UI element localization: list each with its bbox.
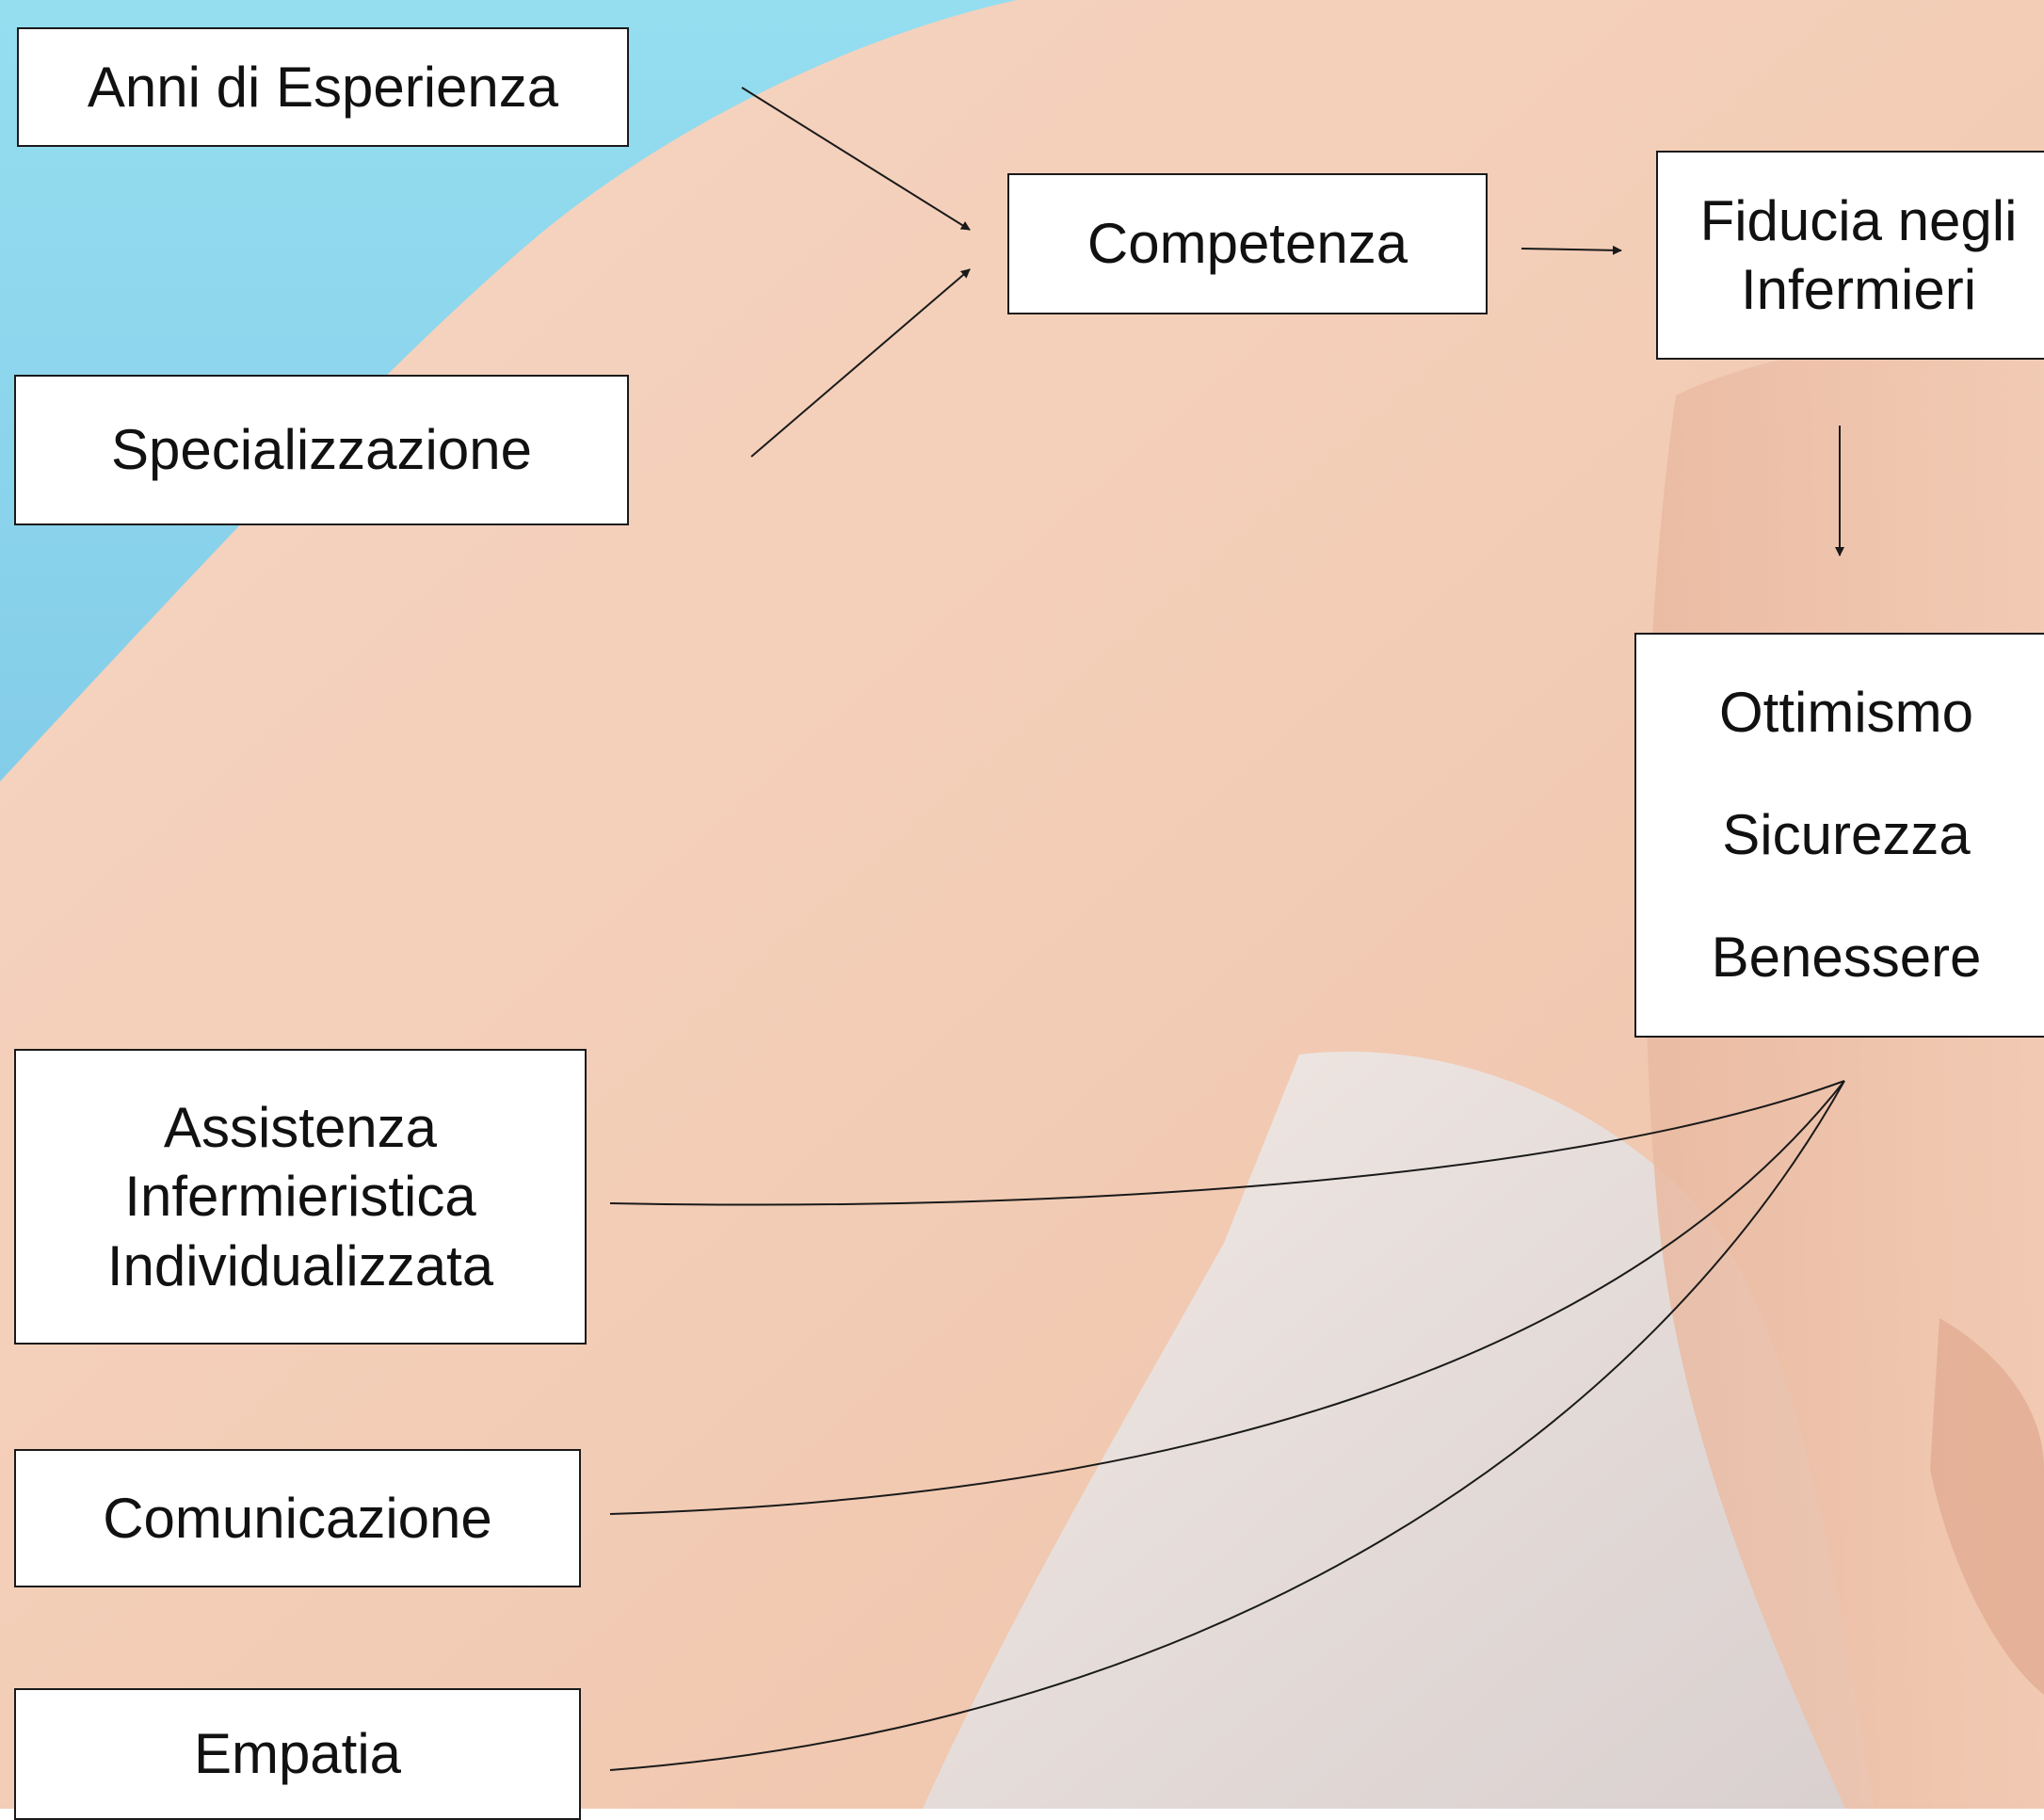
- node-competenza: Competenza: [1007, 173, 1488, 314]
- node-assistenza-infermieristica-individualizzata: Assistenza Infermieristica Individualizz…: [14, 1049, 587, 1345]
- node-label: Empatia: [194, 1719, 401, 1788]
- edge-empatia-to-outcomes: [610, 1081, 1844, 1770]
- edge-competenza-to-fiducia: [1521, 249, 1621, 250]
- node-label-line-2: Infermieri: [1741, 255, 1976, 324]
- edge-assistenza-to-outcomes: [610, 1081, 1844, 1205]
- node-anni-di-esperienza: Anni di Esperienza: [17, 27, 629, 147]
- node-comunicazione: Comunicazione: [14, 1449, 581, 1587]
- edge-anni-to-competenza: [742, 88, 970, 230]
- node-label: Specializzazione: [111, 415, 532, 484]
- node-specializzazione: Specializzazione: [14, 375, 629, 525]
- node-label: Competenza: [1087, 209, 1408, 278]
- node-label-line-1: Fiducia negli: [1700, 186, 2018, 255]
- node-label-line-2: Infermieristica: [124, 1162, 475, 1231]
- outcome-sicurezza: Sicurezza: [1722, 800, 1970, 869]
- node-label: Anni di Esperienza: [88, 53, 558, 121]
- node-outcomes: Ottimismo Sicurezza Benessere: [1634, 633, 2044, 1038]
- node-label: Comunicazione: [103, 1484, 492, 1553]
- node-label-line-3: Individualizzata: [107, 1232, 493, 1300]
- edge-comunicazione-to-outcomes: [610, 1081, 1844, 1514]
- outcome-benessere: Benessere: [1712, 923, 1982, 991]
- node-fiducia-negli-infermieri: Fiducia negli Infermieri: [1656, 151, 2044, 360]
- node-empatia: Empatia: [14, 1688, 581, 1820]
- edge-specializzazione-to-competenza: [751, 269, 970, 457]
- node-label-line-1: Assistenza: [164, 1093, 437, 1162]
- outcome-ottimismo: Ottimismo: [1719, 678, 1973, 747]
